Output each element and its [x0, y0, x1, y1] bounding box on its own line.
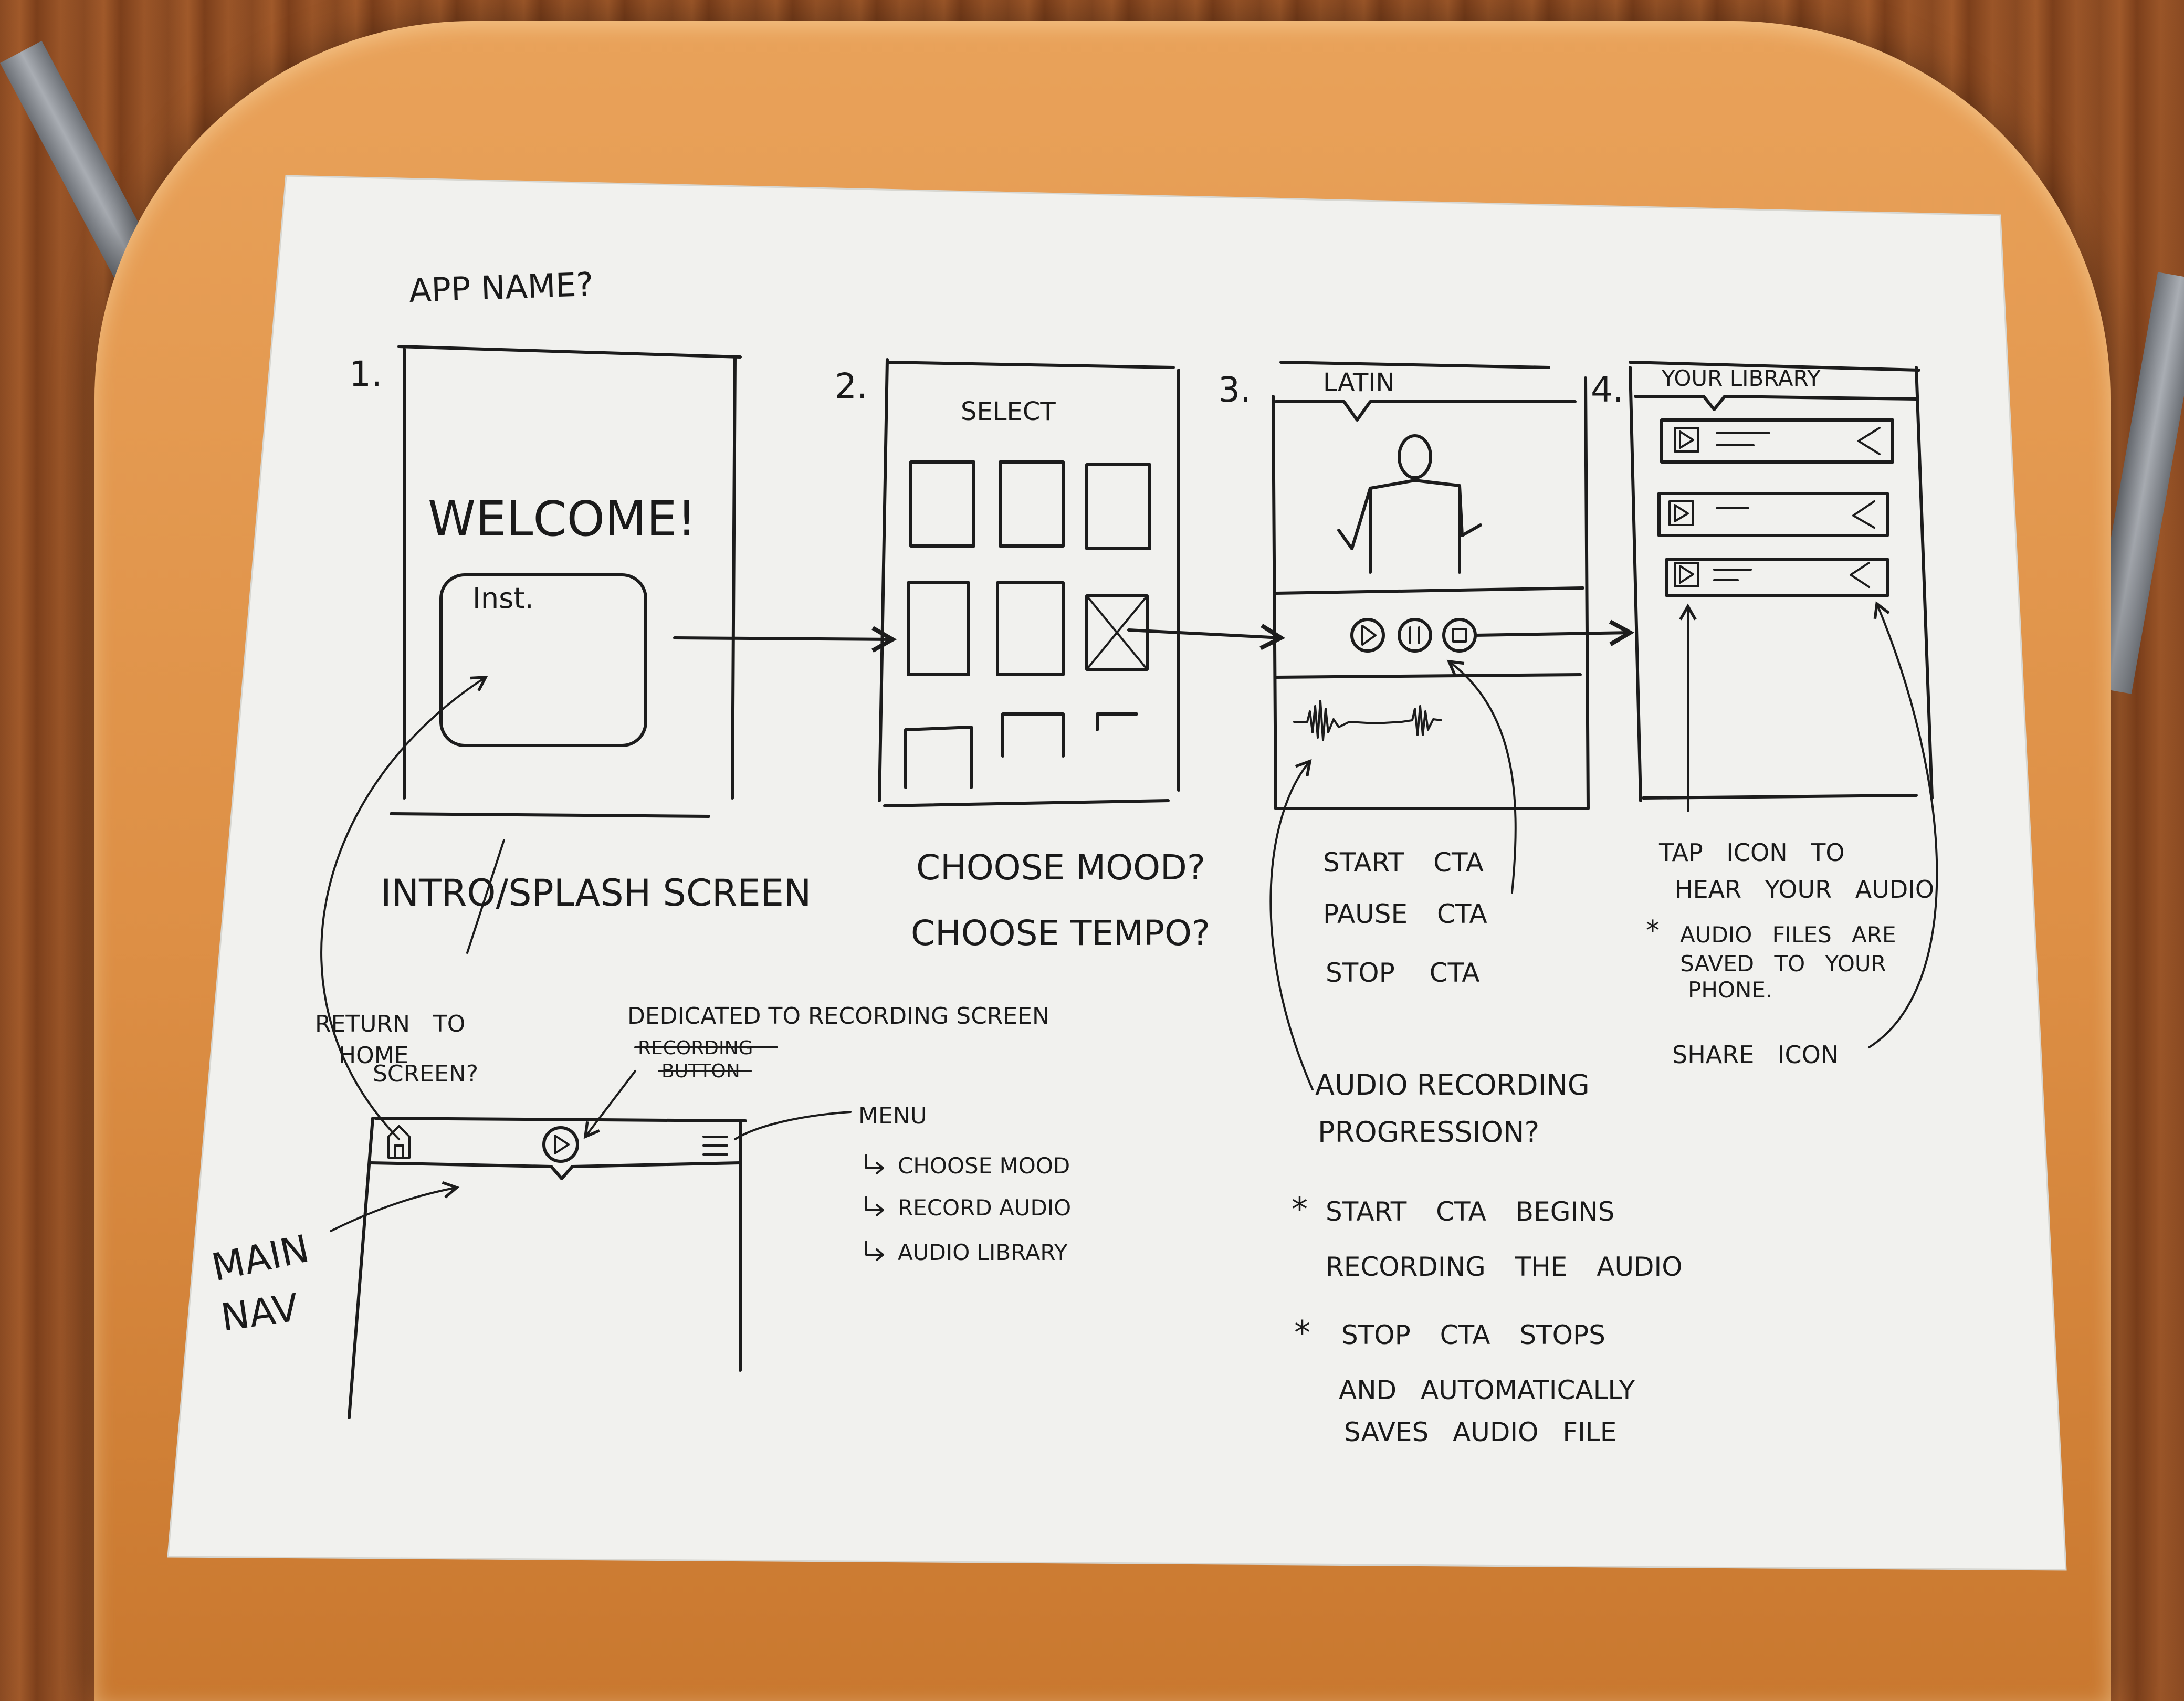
welcome-heading: WELCOME! — [428, 491, 696, 547]
share-icon-label: SHARE ICON — [1672, 1041, 1839, 1069]
play-icon — [1350, 618, 1385, 653]
library-item-3 — [1665, 558, 1889, 597]
screen-4-wireframe — [1629, 361, 1934, 802]
arrow-main-nav — [330, 1181, 460, 1232]
screen-3-wireframe — [1272, 361, 1590, 810]
start-cta-note: START CTA — [1323, 847, 1484, 878]
caption-slash — [466, 839, 505, 954]
dedicated-recording-label: DEDICATED TO RECORDING SCREEN — [627, 1003, 1049, 1030]
screen-3-title: LATIN — [1323, 368, 1394, 397]
instructions-label: Inst. — [472, 582, 534, 615]
start-footnote-line2: RECORDING THE AUDIO — [1326, 1252, 1683, 1282]
saved-note-line3: PHONE. — [1688, 977, 1772, 1003]
arrow-progress-to-waveform — [1269, 759, 1314, 1090]
mood-tile-grid — [904, 460, 1151, 789]
arrow-notes-to-controls — [1446, 659, 1517, 894]
arrow-screen3-to-4 — [1474, 620, 1635, 646]
audio-waveform — [1293, 700, 1442, 741]
progress-label-line1: AUDIO RECORDING — [1315, 1068, 1590, 1101]
nav-phone-wireframe — [348, 1117, 747, 1419]
menu-items: CHOOSE MOOD RECORD AUDIO AUDIO LIBRARY — [865, 1153, 1071, 1265]
return-home-line2: HOME — [339, 1042, 408, 1069]
selected-mood-tile — [1085, 594, 1149, 671]
return-home-line1: RETURN TO — [315, 1011, 465, 1037]
main-nav-label-line2: NAV — [218, 1285, 301, 1340]
tap-icon-note-line2: HEAR YOUR AUDIO — [1675, 875, 1934, 904]
library-item-1 — [1660, 418, 1894, 464]
screen-2-wireframe — [878, 358, 1180, 807]
arrow-dedicated-to-record — [583, 1070, 636, 1139]
instructions-box — [439, 573, 647, 747]
sketch-paper: APP NAME? 1. WELCOME! Inst. INTRO/SPLASH… — [167, 175, 2067, 1571]
star-marker-start: * — [1292, 1190, 1308, 1228]
return-home-line3: SCREEN? — [373, 1060, 478, 1087]
arrow-screen2-to-3 — [1127, 624, 1286, 650]
screen-4-number: 4. — [1591, 370, 1624, 410]
arrow-screen1-to-2 — [673, 626, 897, 653]
screen-1-wireframe — [390, 345, 742, 818]
menu-item-audio-library: AUDIO LIBRARY — [898, 1240, 1068, 1265]
arrow-share-icon — [1868, 601, 1938, 1048]
star-marker-4: * — [1646, 915, 1660, 947]
library-item-2 — [1657, 492, 1889, 537]
menu-icon[interactable] — [702, 1136, 728, 1156]
screen-3-notes: START CTA PAUSE CTA STOP CTA — [1323, 847, 1487, 988]
screen-4-title: YOUR LIBRARY — [1661, 365, 1821, 391]
arrow-menu-label — [734, 1111, 852, 1140]
tap-icon-note-line1: TAP ICON TO — [1658, 838, 1845, 867]
start-footnote-line1: START CTA BEGINS — [1326, 1196, 1614, 1227]
screen-2-caption-mood: CHOOSE MOOD? — [916, 847, 1205, 888]
screen-1-caption: INTRO/SPLASH SCREEN — [381, 872, 811, 915]
progress-label-line2: PROGRESSION? — [1318, 1116, 1539, 1149]
record-icon[interactable] — [542, 1126, 579, 1163]
screen-2-number: 2. — [835, 366, 868, 406]
menu-item-record-audio: RECORD AUDIO — [898, 1195, 1071, 1221]
saved-note-line2: SAVED TO YOUR — [1680, 951, 1886, 976]
screen-2-caption-tempo: CHOOSE TEMPO? — [911, 913, 1210, 953]
app-name-label: APP NAME? — [408, 265, 594, 310]
paper-sheet — [167, 175, 2067, 1571]
menu-title: MENU — [858, 1102, 927, 1129]
screen-3-number: 3. — [1218, 370, 1251, 410]
sketch-canvas: APP NAME? 1. WELCOME! Inst. INTRO/SPLASH… — [167, 175, 2067, 1571]
saved-note-line1: AUDIO FILES ARE — [1680, 922, 1896, 948]
pause-cta-note: PAUSE CTA — [1323, 899, 1487, 929]
stop-cta-note: STOP CTA — [1326, 958, 1479, 988]
star-marker-stop: * — [1294, 1314, 1310, 1352]
menu-item-choose-mood: CHOOSE MOOD — [898, 1153, 1070, 1179]
dancer-figure — [1337, 434, 1482, 574]
stop-footnote-line2: AND AUTOMATICALLY — [1339, 1375, 1635, 1405]
screen-1-number: 1. — [349, 354, 382, 394]
home-icon[interactable] — [387, 1125, 411, 1159]
stop-footnote-line1: STOP CTA STOPS — [1341, 1320, 1605, 1350]
stop-footnote-line3: SAVES AUDIO FILE — [1344, 1417, 1616, 1447]
pause-icon — [1398, 618, 1432, 653]
arrow-return-home — [320, 676, 488, 1140]
screen-2-title: SELECT — [961, 397, 1056, 426]
